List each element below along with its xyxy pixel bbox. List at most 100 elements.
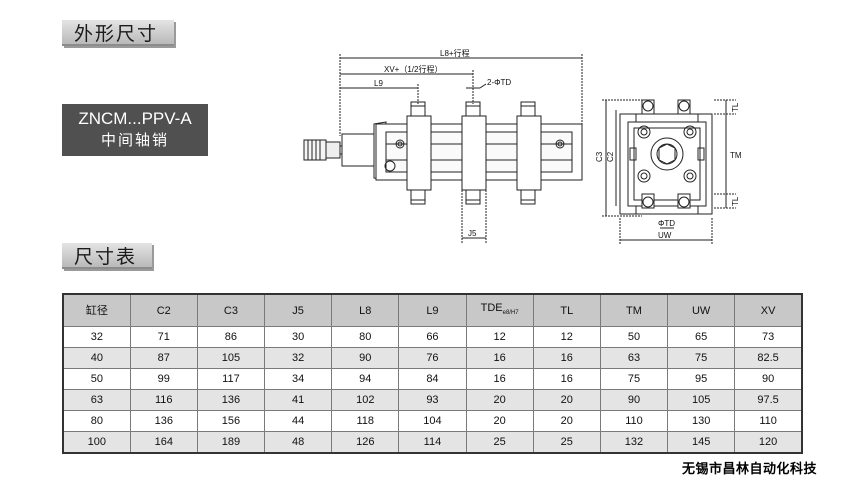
table-cell: 12 bbox=[532, 326, 601, 348]
company-name: 无锡市昌林自动化科技 bbox=[682, 462, 818, 477]
table-cell: 82.5 bbox=[734, 347, 803, 369]
end-view bbox=[619, 99, 713, 215]
table-cell: 66 bbox=[398, 326, 467, 348]
dim-td: ΦTD bbox=[658, 219, 675, 228]
table-cell: 40 bbox=[62, 347, 131, 369]
dim-tl-top: TL bbox=[731, 102, 740, 112]
table-cell: 73 bbox=[734, 326, 803, 348]
table-cell: 80 bbox=[62, 410, 131, 432]
table-cell: 110 bbox=[734, 410, 803, 432]
table-cell: 145 bbox=[667, 431, 736, 454]
model-name: 中间轴销 bbox=[100, 131, 169, 149]
table-cell: 114 bbox=[398, 431, 467, 454]
model-code: ZNCM...PPV-A bbox=[78, 109, 192, 128]
table-cell: 90 bbox=[734, 368, 803, 390]
dim-tl-bottom: TL bbox=[731, 196, 740, 206]
table-cell: 118 bbox=[331, 410, 400, 432]
outline-drawing: L8+行程 XV+（1/2行程） L9 2-ΦTD J5 C3 C2 TL TM… bbox=[303, 48, 742, 244]
table-cell: 90 bbox=[331, 347, 400, 369]
column-header: UW bbox=[667, 293, 736, 327]
table-cell: 86 bbox=[196, 326, 266, 348]
column-header: L9 bbox=[398, 293, 467, 327]
table-cell: 20 bbox=[465, 410, 534, 432]
dim-l9: L9 bbox=[374, 79, 383, 88]
table-cell: 80 bbox=[331, 326, 400, 348]
table-cell: 93 bbox=[398, 389, 467, 411]
table-cell: 32 bbox=[62, 326, 131, 348]
trunnion-block-2 bbox=[461, 101, 487, 205]
table-cell: 20 bbox=[532, 410, 601, 432]
dim-c3: C3 bbox=[595, 151, 604, 162]
dim-tm: TM bbox=[730, 151, 742, 160]
column-header: TDEe8/H7 bbox=[465, 293, 534, 327]
column-header: L8 bbox=[331, 293, 400, 327]
table-cell: 100 bbox=[62, 431, 131, 454]
table-cell: 30 bbox=[264, 326, 333, 348]
table-cell: 63 bbox=[599, 347, 669, 369]
table-cell: 110 bbox=[599, 410, 669, 432]
section-title-outline: 外形尺寸 bbox=[74, 22, 159, 45]
table-cell: 25 bbox=[532, 431, 601, 454]
table-cell: 63 bbox=[62, 389, 131, 411]
table-cell: 156 bbox=[196, 410, 266, 432]
table-cell: 117 bbox=[196, 368, 266, 390]
column-header: J5 bbox=[264, 293, 333, 327]
table-cell: 16 bbox=[532, 368, 601, 390]
table-cell: 189 bbox=[196, 431, 266, 454]
table-cell: 25 bbox=[465, 431, 534, 454]
table-cell: 90 bbox=[599, 389, 669, 411]
dim-j5: J5 bbox=[468, 229, 477, 238]
trunnion-block-3 bbox=[516, 101, 542, 205]
table-cell: 34 bbox=[264, 368, 333, 390]
table-cell: 87 bbox=[129, 347, 198, 369]
table-cell: 120 bbox=[734, 431, 803, 454]
table-cell: 12 bbox=[465, 326, 534, 348]
table-cell: 84 bbox=[398, 368, 467, 390]
table-cell: 104 bbox=[398, 410, 467, 432]
table-cell: 99 bbox=[129, 368, 198, 390]
table-cell: 65 bbox=[667, 326, 736, 348]
table-cell: 16 bbox=[465, 368, 534, 390]
column-header: XV bbox=[734, 293, 803, 327]
table-cell: 94 bbox=[331, 368, 400, 390]
section-tab-outline: 外形尺寸 bbox=[62, 20, 174, 46]
table-cell: 50 bbox=[62, 368, 131, 390]
table-cell: 44 bbox=[264, 410, 333, 432]
dim-xv: XV+（1/2行程） bbox=[384, 64, 442, 74]
table-cell: 48 bbox=[264, 431, 333, 454]
column-header: C3 bbox=[196, 293, 266, 327]
table-cell: 16 bbox=[532, 347, 601, 369]
table-cell: 20 bbox=[532, 389, 601, 411]
table-cell: 105 bbox=[667, 389, 736, 411]
section-title-table: 尺寸表 bbox=[74, 245, 138, 268]
dim-2td: 2-ΦTD bbox=[487, 78, 511, 87]
table-cell: 130 bbox=[667, 410, 736, 432]
dimension-labels: L8+行程 XV+（1/2行程） L9 2-ΦTD J5 C3 C2 TL TM… bbox=[374, 48, 742, 240]
table-cell: 41 bbox=[264, 389, 333, 411]
column-header: 缸径 bbox=[62, 293, 131, 327]
table-cell: 132 bbox=[599, 431, 669, 454]
table-cell: 20 bbox=[465, 389, 534, 411]
table-cell: 32 bbox=[264, 347, 333, 369]
table-cell: 105 bbox=[196, 347, 266, 369]
table-cell: 116 bbox=[129, 389, 198, 411]
column-header: TL bbox=[532, 293, 601, 327]
front-cover bbox=[341, 133, 375, 167]
table-cell: 76 bbox=[398, 347, 467, 369]
section-tab-table: 尺寸表 bbox=[62, 243, 152, 269]
trunnion-block-1 bbox=[406, 101, 432, 205]
table-cell: 136 bbox=[196, 389, 266, 411]
table-cell: 97.5 bbox=[734, 389, 803, 411]
dim-c2: C2 bbox=[606, 151, 615, 162]
table-cell: 164 bbox=[129, 431, 198, 454]
dim-uw: UW bbox=[658, 231, 672, 240]
table-cell: 136 bbox=[129, 410, 198, 432]
